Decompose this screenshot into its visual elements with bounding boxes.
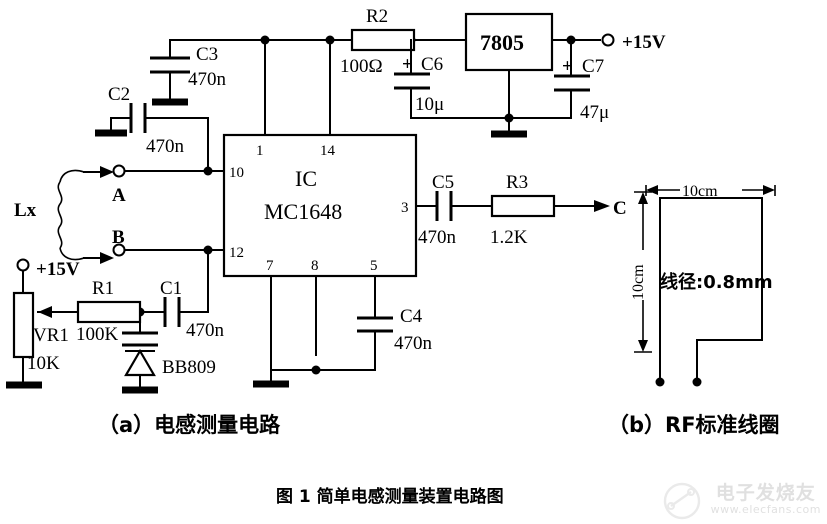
c6-polarity: + [402,54,413,75]
c7-polarity: + [562,56,573,77]
capacitor-c7: + C7 47μ [508,39,609,123]
rf-coil-figure: 10cm 10cm 线径:0.8mm [630,183,776,387]
c3-value: 470n [188,69,227,90]
resistor-r3: R3 1.2K [490,172,610,248]
ic-pin-12: 12 [229,245,244,261]
ic-label-1: IC [295,166,317,191]
vout-label: +15V [622,32,666,53]
ic-pin-14: 14 [320,143,336,159]
capacitor-c1: C1 470n [135,249,225,341]
terminal-b: B [112,227,213,257]
c5-value: 470n [418,227,457,248]
r2-value: 100Ω [340,56,383,77]
coil-height-label: 10cm [630,264,647,300]
resistor-r2: R2 100Ω [340,6,416,77]
node-dot [692,377,702,387]
lx-label: Lx [14,200,37,221]
resistor-r1: R1 100K [76,278,142,345]
subcaption-a: （a）电感测量电路 [98,413,281,437]
c2-value: 470n [146,136,185,157]
r1-ref: R1 [92,278,114,299]
node-dot [655,377,665,387]
capacitor-c4: C4 470n [357,299,433,371]
c5-ref: C5 [432,172,454,193]
c7-value: 47μ [580,102,609,123]
r2-ref: R2 [366,6,388,27]
capacitor-c3: C3 470n [150,44,227,106]
coil-wire-note: 线径:0.8mm [660,271,773,293]
r3-value: 1.2K [490,227,528,248]
node-dot [311,365,321,375]
coil-width-label: 10cm [682,183,718,200]
ic-pin-7: 7 [266,258,274,274]
ic-pin-5: 5 [370,258,378,274]
c3-ref: C3 [196,44,218,65]
vin-label: +15V [36,259,80,280]
vr1-ref: VR1 [33,325,69,346]
ic-pin-8: 8 [311,258,319,274]
c1-value: 470n [186,320,225,341]
regulator-label: 7805 [480,30,524,55]
terminal-b-label: B [112,227,125,248]
ic-pin-1: 1 [256,143,264,159]
regulator-7805: 7805 [464,12,601,138]
subcaption-b: （b）RF标准线圈 [608,413,780,437]
ic-mc1648: IC MC1648 1 14 10 12 3 7 8 5 [189,39,438,371]
diode-bb809: BB809 [122,311,216,394]
ic-label-2: MC1648 [264,199,342,224]
potentiometer-vr1: VR1 10K [6,291,81,389]
node-dot [203,166,213,176]
vr1-value: 10K [27,353,60,374]
terminal-vout: +15V [601,32,666,53]
c4-value: 470n [394,333,433,354]
capacitor-c6: + C6 10μ [394,39,506,119]
c1-ref: C1 [160,278,182,299]
capacitor-c2: C2 470n [95,84,209,172]
capacitor-c5: C5 470n [418,172,493,248]
r1-value: 100K [76,324,119,345]
figure-caption: 图 1 简单电感测量装置电路图 [276,486,504,507]
ic-pin-10: 10 [229,165,244,181]
inductor-lx: Lx [14,166,114,264]
terminal-a: A [112,164,213,206]
ic-pin-3: 3 [401,200,409,216]
r3-ref: R3 [506,172,528,193]
terminal-c-label: C [613,198,627,219]
bb809-ref: BB809 [162,357,216,378]
c6-ref: C6 [421,54,443,75]
c4-ref: C4 [400,306,423,327]
c2-ref: C2 [108,84,130,105]
c7-ref: C7 [582,56,604,77]
terminal-vin: +15V [16,258,80,294]
terminal-a-label: A [112,185,126,206]
ground-network [253,365,376,388]
terminal-c: C [613,198,627,219]
c6-value: 10μ [415,94,444,115]
